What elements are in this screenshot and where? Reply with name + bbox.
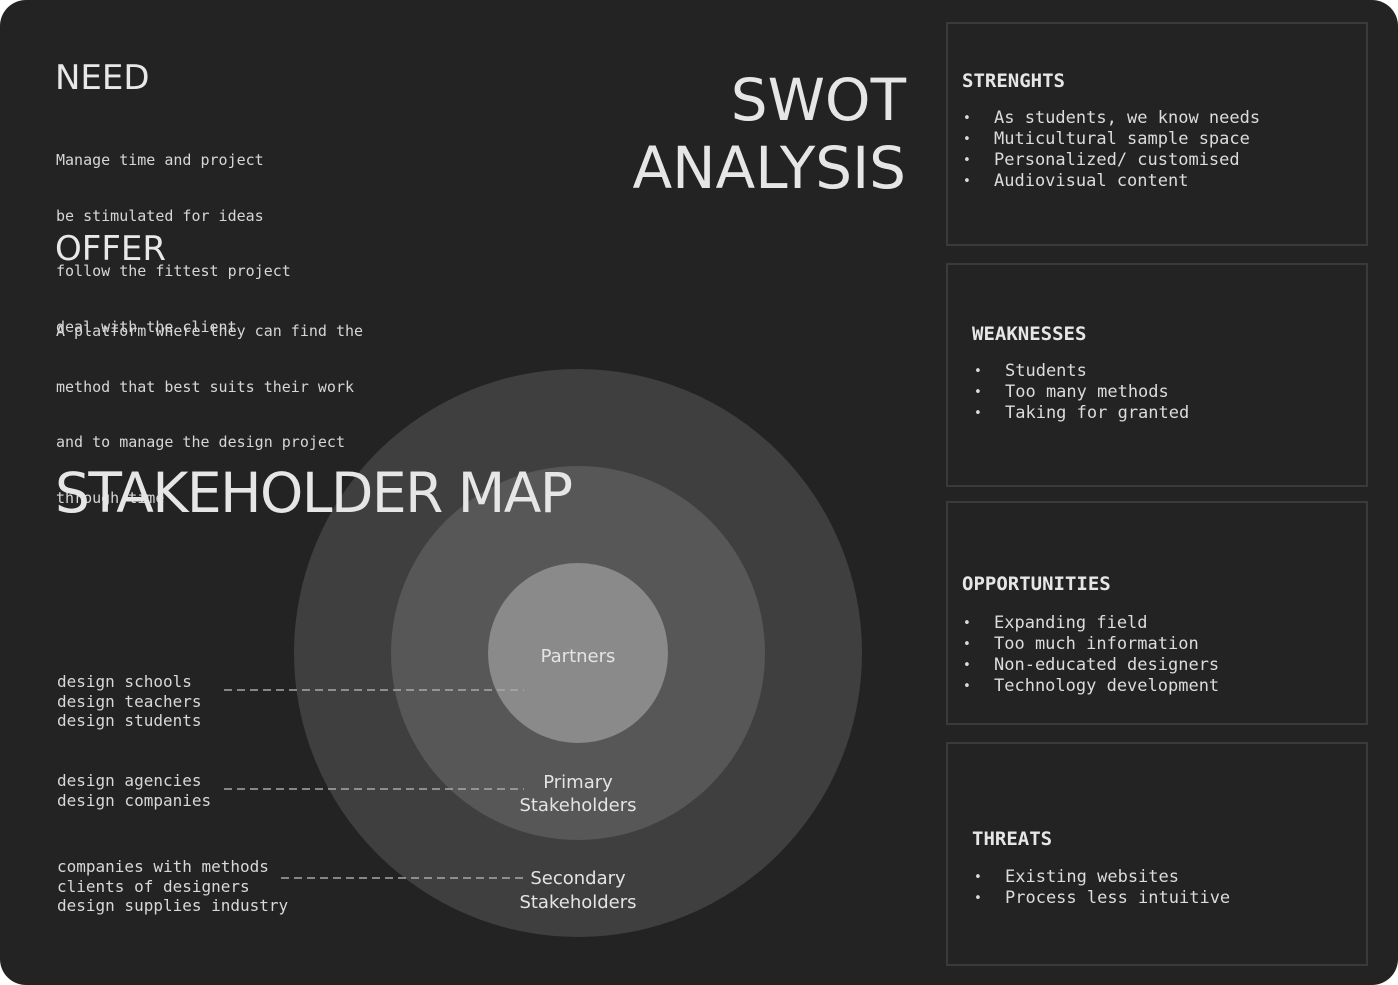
bullet-icon: • [974, 385, 982, 400]
stakeholder-map-title: STAKEHOLDER MAP [55, 461, 573, 525]
threats-title: THREATS [972, 828, 1053, 850]
offer-line: through time [56, 488, 165, 507]
weaknesses-box: WEAKNESSES • Students • Too many methods •… [946, 263, 1368, 487]
swot-analysis-title: SWOT ANALYSIS [632, 66, 906, 202]
bullet-icon: • [963, 132, 971, 147]
need-line: Manage time and project [56, 151, 264, 169]
weaknesses-title: WEAKNESSES [972, 323, 1087, 345]
secondary-label-line2: Stakeholders [519, 892, 636, 913]
list-item: • Personalized/ customised [963, 150, 1260, 171]
list-item-text: Existing websites [1005, 867, 1179, 887]
list-item-text: Non-educated designers [994, 655, 1220, 675]
offer-line: A platform where they can find the [56, 322, 364, 340]
swot-title-line2: ANALYSIS [632, 134, 906, 202]
list-item-text: Too many methods [1005, 382, 1169, 402]
threats-box: THREATS • Existing websites • Process less… [946, 742, 1368, 966]
swot-title-line1: SWOT [730, 66, 906, 134]
bullet-icon: • [963, 616, 971, 631]
list-item-text: Technology development [994, 676, 1220, 696]
list-item: • Audiovisual content [963, 171, 1260, 192]
need-line: be stimulated for ideas [56, 206, 264, 225]
group-item: design students [57, 711, 202, 730]
group-item: companies with methods [57, 857, 269, 876]
group-item: design companies [57, 790, 212, 810]
list-item-text: Muticultural sample space [994, 129, 1250, 149]
list-item-text: Process less intuitive [1005, 888, 1231, 908]
need-line: deal with the client [56, 317, 237, 336]
offer-line: method that best suits their work [56, 377, 355, 396]
bullet-icon: • [974, 406, 982, 421]
list-item: • Existing websites [974, 867, 1230, 888]
group-item: clients of designers [57, 876, 250, 896]
list-item-text: Students [1005, 361, 1087, 381]
list-item: • Process less intuitive [974, 888, 1230, 909]
bullet-icon: • [974, 870, 982, 885]
bullet-icon: • [963, 153, 971, 168]
list-item: • Students [974, 361, 1189, 382]
offer-line: and to manage the design project [56, 433, 345, 451]
list-item: • As students, we know needs [963, 108, 1260, 129]
bullet-icon: • [963, 679, 971, 694]
primary-label-line2: Stakeholders [519, 795, 636, 816]
offer-heading: OFFER [55, 229, 166, 269]
opportunities-box: OPPORTUNITIES • Expanding field • Too much… [946, 501, 1368, 725]
list-item-text: Audiovisual content [994, 171, 1189, 191]
group-item: design teachers [57, 691, 202, 711]
bullet-icon: • [963, 174, 971, 189]
partners-label: Partners [541, 646, 616, 667]
bullet-icon: • [974, 364, 982, 379]
secondary-group-list: companies with methods clients of design… [57, 857, 288, 916]
primary-label-line1: Primary [543, 772, 613, 793]
bullet-icon: • [963, 637, 971, 652]
opportunities-title: OPPORTUNITIES [962, 573, 1111, 595]
bullet-icon: • [963, 111, 971, 126]
primary-group-list: design agencies design companies [57, 771, 211, 810]
secondary-label-line1: Secondary [530, 868, 626, 889]
need-heading: NEED [55, 58, 150, 98]
offer-text: A platform where they can find the metho… [56, 285, 363, 544]
threats-list: • Existing websites • Process less intuiti… [974, 867, 1230, 909]
bullet-icon: • [963, 658, 971, 673]
weaknesses-list: • Students • Too many methods • Taking for … [974, 361, 1189, 424]
list-item-text: Too much information [994, 634, 1199, 654]
list-item: • Technology development [963, 676, 1219, 697]
inner-ring [488, 563, 668, 743]
list-item: • Muticultural sample space [963, 129, 1260, 150]
list-item-text: Expanding field [994, 613, 1148, 633]
strengths-box: STRENGHTS • As students, we know needs • M… [946, 22, 1368, 246]
list-item: • Taking for granted [974, 403, 1189, 424]
need-line: follow the fittest project [56, 262, 291, 280]
group-item: design supplies industry [57, 896, 289, 915]
list-item-text: Personalized/ customised [994, 150, 1240, 170]
list-item-text: As students, we know needs [994, 108, 1261, 128]
list-item-text: Taking for granted [1005, 403, 1190, 423]
opportunities-list: • Expanding field • Too much information •… [963, 613, 1219, 697]
strengths-title: STRENGHTS [962, 70, 1065, 92]
strengths-list: • As students, we know needs • Muticultura… [963, 108, 1260, 192]
list-item: • Too many methods [974, 382, 1189, 403]
partners-group-list: design schools design teachers design st… [57, 672, 202, 731]
list-item: • Expanding field [963, 613, 1219, 634]
group-item: design agencies [57, 771, 202, 790]
group-item: design schools [57, 672, 192, 691]
list-item: • Too much information [963, 634, 1219, 655]
list-item: • Non-educated designers [963, 655, 1219, 676]
need-text: Manage time and project be stimulated fo… [56, 114, 291, 373]
bullet-icon: • [974, 891, 982, 906]
